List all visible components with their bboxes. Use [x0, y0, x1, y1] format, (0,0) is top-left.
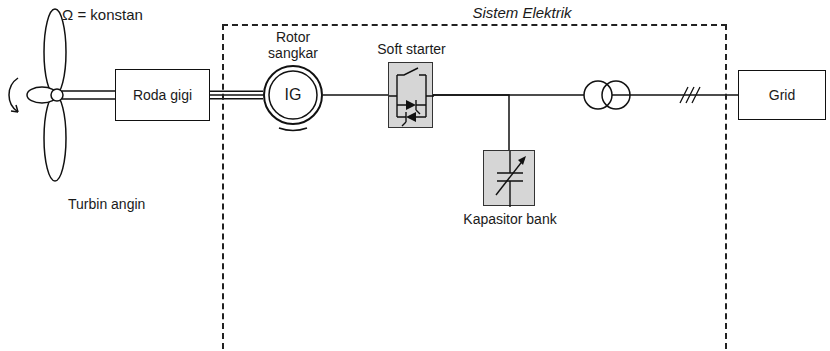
- symbol-stroke: [389, 95, 434, 96]
- turbine-shaft: [62, 98, 116, 100]
- generator-outline: [264, 66, 322, 124]
- symbol-stroke: [416, 100, 420, 114]
- thyristor-symbol: [406, 112, 416, 122]
- symbol-stroke: [402, 112, 406, 126]
- soft-starter-box: Soft starter: [388, 62, 433, 128]
- node-label: Grid: [739, 71, 825, 119]
- node-heading: Kapasitor bank: [450, 211, 570, 227]
- symbol-stroke: [497, 181, 523, 207]
- rotation-arrow: [9, 78, 18, 112]
- speed-note: Ω = konstan: [62, 6, 143, 23]
- turbine-shaft: [62, 90, 116, 92]
- wire-connector: [433, 95, 509, 150]
- node-label: IG: [263, 65, 323, 125]
- connector-group: [323, 95, 388, 96]
- connector-group: [210, 95, 263, 96]
- shape-art: [389, 63, 434, 129]
- system-region: Sistem ElektrikRotor sangkarIGSoft start…: [222, 24, 727, 351]
- wire-connector: [323, 94, 388, 96]
- shaft-core: [210, 94, 263, 96]
- turbine-hub: [51, 89, 63, 101]
- gearbox-box: Roda gigi: [115, 69, 210, 121]
- shape-art: [484, 151, 536, 207]
- transformer-winding: [584, 81, 612, 109]
- label-line: Roda gigi: [133, 87, 192, 103]
- thyristor-symbol: [406, 100, 416, 110]
- variable-arrow: [518, 156, 526, 165]
- node-heading: Sistem Elektrik: [462, 4, 582, 21]
- symbol-stroke: [496, 159, 524, 195]
- label-line: IG: [285, 86, 302, 104]
- shaft-gap: [210, 92, 263, 98]
- generator-outline: [269, 71, 317, 119]
- capacitor-bank-box: Kapasitor bank: [483, 150, 535, 206]
- turbine-label: Turbin angin: [68, 196, 145, 212]
- symbol-stroke: [397, 68, 426, 75]
- transformer-winding: [602, 81, 630, 109]
- three-phase-mark: [680, 87, 700, 103]
- turbine-blade: [44, 95, 66, 181]
- symbol-stroke: [279, 128, 307, 131]
- shaft-connector: [210, 91, 263, 100]
- node-label: Roda gigi: [116, 70, 209, 120]
- symbol-stroke: [497, 151, 523, 173]
- node-heading: Soft starter: [352, 41, 472, 57]
- node-heading: Rotor sangkar: [258, 29, 328, 61]
- generator-circle: Rotor sangkarIG: [263, 65, 323, 125]
- connector-group: [433, 95, 509, 150]
- label-line: Grid: [769, 87, 795, 103]
- rotation-arrow: [11, 105, 18, 112]
- grid-box: Grid: [738, 70, 826, 120]
- symbol-stroke: [397, 75, 426, 117]
